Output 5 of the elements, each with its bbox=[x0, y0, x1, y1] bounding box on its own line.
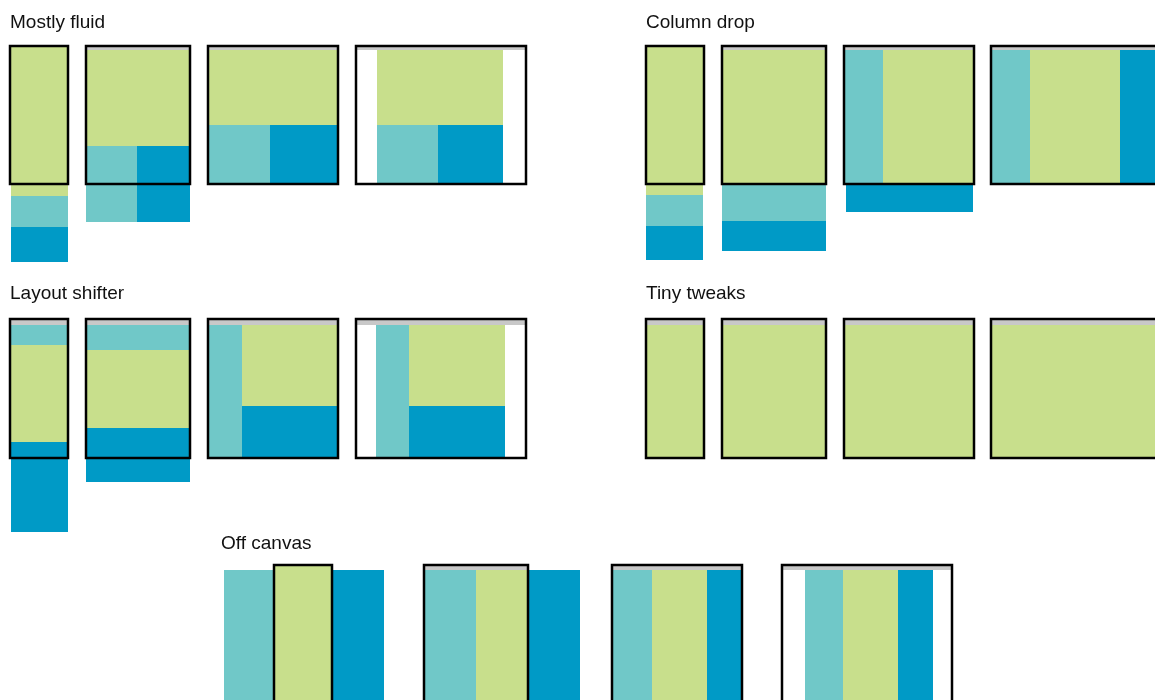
section-title: Tiny tweaks bbox=[646, 282, 746, 304]
section-title: Off canvas bbox=[221, 532, 312, 554]
section-title: Layout shifter bbox=[10, 282, 125, 304]
section-title: Mostly fluid bbox=[10, 11, 106, 33]
section-title: Column drop bbox=[646, 11, 755, 33]
